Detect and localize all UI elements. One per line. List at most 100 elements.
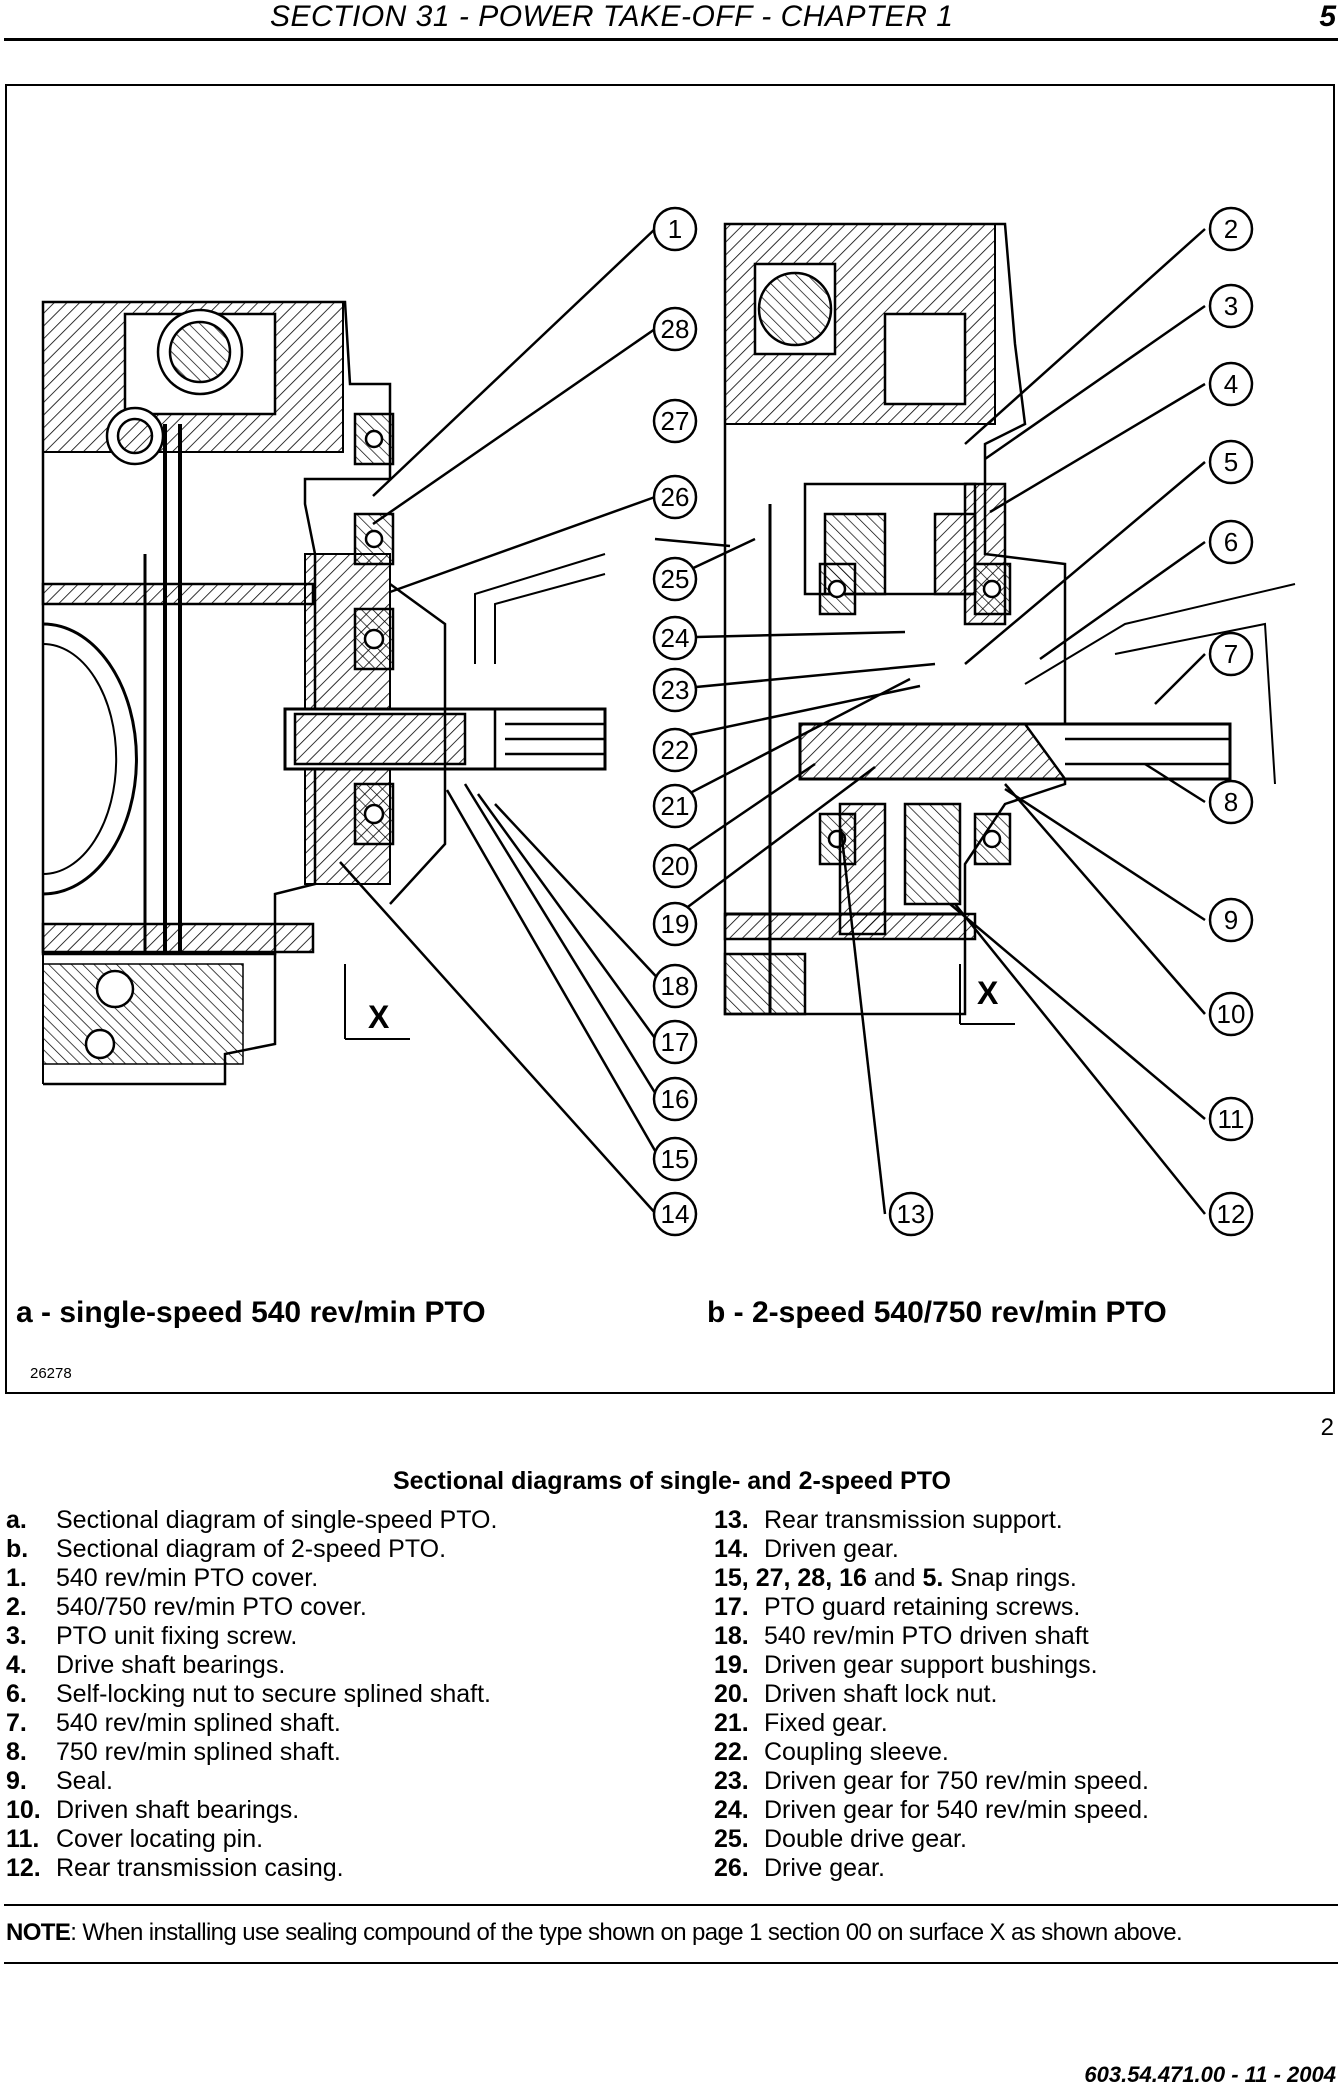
legend-key: 13. bbox=[714, 1506, 749, 1534]
legend-text: Driven gear for 750 rev/min speed. bbox=[764, 1767, 1149, 1795]
legend-text: Driven gear. bbox=[764, 1535, 899, 1563]
note-text: : When installing use sealing compound o… bbox=[70, 1919, 1183, 1946]
legend-item: 18.540 rev/min PTO driven shaft bbox=[714, 1622, 1149, 1651]
legend-text: Driven shaft bearings. bbox=[56, 1796, 300, 1824]
callout-24: 24 bbox=[661, 623, 690, 653]
legend-item: 19.Driven gear support bushings. bbox=[714, 1651, 1149, 1680]
callout-26: 26 bbox=[661, 482, 690, 512]
legend-text: Double drive gear. bbox=[764, 1825, 967, 1853]
callout-11: 11 bbox=[1218, 1104, 1245, 1134]
legend-text: Driven shaft lock nut. bbox=[764, 1680, 998, 1708]
legend-key: 20. bbox=[714, 1680, 749, 1708]
legend-text: Sectional diagram of 2-speed PTO. bbox=[56, 1535, 447, 1563]
legend-item: 24.Driven gear for 540 rev/min speed. bbox=[714, 1796, 1149, 1825]
legend-item: a.Sectional diagram of single-speed PTO. bbox=[6, 1506, 497, 1535]
legend-item: 17.PTO guard retaining screws. bbox=[714, 1593, 1149, 1622]
legend-text: Rear transmission casing. bbox=[56, 1854, 344, 1882]
callout-25: 25 bbox=[661, 564, 690, 594]
legend-key: 11. bbox=[6, 1825, 40, 1853]
callout-23: 23 bbox=[661, 675, 690, 705]
legend-item: 9.Seal. bbox=[6, 1767, 497, 1796]
callout-circle-18 bbox=[652, 963, 698, 1009]
legend-item: 6.Self-locking nut to secure splined sha… bbox=[6, 1680, 497, 1709]
callout-28: 28 bbox=[661, 314, 690, 344]
legend-text: 540 rev/min PTO driven shaft bbox=[764, 1622, 1089, 1650]
pto-sectional-diagram: 1234567891011121314151617181920212223242… bbox=[41, 206, 1296, 1237]
legend-left-column: a.Sectional diagram of single-speed PTO.… bbox=[6, 1506, 497, 1883]
callout-circle-6 bbox=[1208, 519, 1254, 565]
legend-item: 15, 27, 28, 16 and 5. Snap rings. bbox=[714, 1564, 1149, 1593]
callout-10: 10 bbox=[1217, 999, 1246, 1029]
installation-note: NOTE: When installing use sealing compou… bbox=[6, 1919, 1183, 1947]
callout-circle-23 bbox=[652, 667, 698, 713]
legend-key: 8. bbox=[6, 1738, 27, 1766]
caption-b: b - 2-speed 540/750 rev/min PTO bbox=[707, 1296, 1167, 1329]
section-title: SECTION 31 - POWER TAKE-OFF - CHAPTER 1 bbox=[270, 0, 954, 33]
callout-circle-11 bbox=[1208, 1096, 1254, 1142]
callout-17: 17 bbox=[661, 1027, 690, 1057]
callout-circle-4 bbox=[1208, 361, 1254, 407]
callout-circle-16 bbox=[652, 1076, 698, 1122]
legend-text: Driven gear support bushings. bbox=[764, 1651, 1098, 1679]
callout-circle-12 bbox=[1208, 1191, 1254, 1237]
legend-item: 20. Driven shaft lock nut. bbox=[714, 1680, 1149, 1709]
legend-right-column: 13.Rear transmission support.14.Driven g… bbox=[714, 1506, 1149, 1883]
legend-key: 12. bbox=[6, 1854, 41, 1882]
legend-item: 8.750 rev/min splined shaft. bbox=[6, 1738, 497, 1767]
callout-circle-19 bbox=[652, 901, 698, 947]
legend-text: Drive shaft bearings. bbox=[56, 1651, 286, 1679]
callout-circle-15 bbox=[652, 1136, 698, 1182]
figure-frame bbox=[5, 84, 1335, 1394]
callout-27: 27 bbox=[661, 406, 690, 436]
callout-circle-22 bbox=[652, 727, 698, 773]
callout-5: 5 bbox=[1224, 447, 1238, 477]
note-label: NOTE bbox=[6, 1919, 71, 1946]
callout-circle-17 bbox=[652, 1019, 698, 1065]
callout-circle-27 bbox=[652, 398, 698, 444]
callout-circle-20 bbox=[652, 843, 698, 889]
legend-key: 7. bbox=[6, 1709, 27, 1737]
legend-key: 25. bbox=[714, 1825, 749, 1853]
callout-8: 8 bbox=[1224, 787, 1238, 817]
legend-item: b.Sectional diagram of 2-speed PTO. bbox=[6, 1535, 497, 1564]
callout-21: 21 bbox=[661, 791, 690, 821]
header-rule bbox=[4, 38, 1338, 41]
legend-text: Sectional diagram of single-speed PTO. bbox=[56, 1506, 498, 1534]
legend-item: 1. 540 rev/min PTO cover. bbox=[6, 1564, 497, 1593]
callout-circle-7 bbox=[1208, 631, 1254, 677]
callout-13: 13 bbox=[897, 1199, 926, 1229]
legend-key: 1. bbox=[6, 1564, 27, 1592]
legend-item: 21.Fixed gear. bbox=[714, 1709, 1149, 1738]
legend-key: 24. bbox=[714, 1796, 749, 1824]
legend-key: 5. bbox=[922, 1564, 944, 1592]
callout-circle-8 bbox=[1208, 779, 1254, 825]
legend-text: Self-locking nut to secure splined shaft… bbox=[56, 1680, 491, 1708]
legend-item: 10. Driven shaft bearings. bbox=[6, 1796, 497, 1825]
legend-text: Seal. bbox=[56, 1767, 113, 1795]
callout-2: 2 bbox=[1224, 214, 1238, 244]
callout-circle-3 bbox=[1208, 283, 1254, 329]
legend-item: 25. Double drive gear. bbox=[714, 1825, 1149, 1854]
legend-item: 7. 540 rev/min splined shaft. bbox=[6, 1709, 497, 1738]
legend-key: 23. bbox=[714, 1767, 749, 1795]
legend-text: 540 rev/min splined shaft. bbox=[56, 1709, 341, 1737]
callout-22: 22 bbox=[661, 735, 690, 765]
callout-circle-24 bbox=[652, 615, 698, 661]
legend-text: Snap rings. bbox=[950, 1564, 1077, 1592]
legend-item: 12. Rear transmission casing. bbox=[6, 1854, 497, 1883]
legend-item: 23. Driven gear for 750 rev/min speed. bbox=[714, 1767, 1149, 1796]
legend-text: 540 rev/min PTO cover. bbox=[56, 1564, 319, 1592]
caption-a: a - single-speed 540 rev/min PTO bbox=[16, 1296, 486, 1329]
legend-key: 3. bbox=[6, 1622, 27, 1650]
callout-circle-1 bbox=[652, 206, 698, 252]
legend-text: Fixed gear. bbox=[764, 1709, 888, 1737]
legend-key: 10. bbox=[6, 1796, 41, 1824]
legend-key: 14. bbox=[714, 1535, 749, 1563]
callout-9: 9 bbox=[1224, 905, 1238, 935]
callout-4: 4 bbox=[1224, 369, 1238, 399]
surface-x-marker-left: X bbox=[368, 999, 390, 1035]
legend-text: PTO unit fixing screw. bbox=[56, 1622, 298, 1650]
callout-14: 14 bbox=[661, 1199, 690, 1229]
page-number: 5 bbox=[1319, 0, 1336, 33]
